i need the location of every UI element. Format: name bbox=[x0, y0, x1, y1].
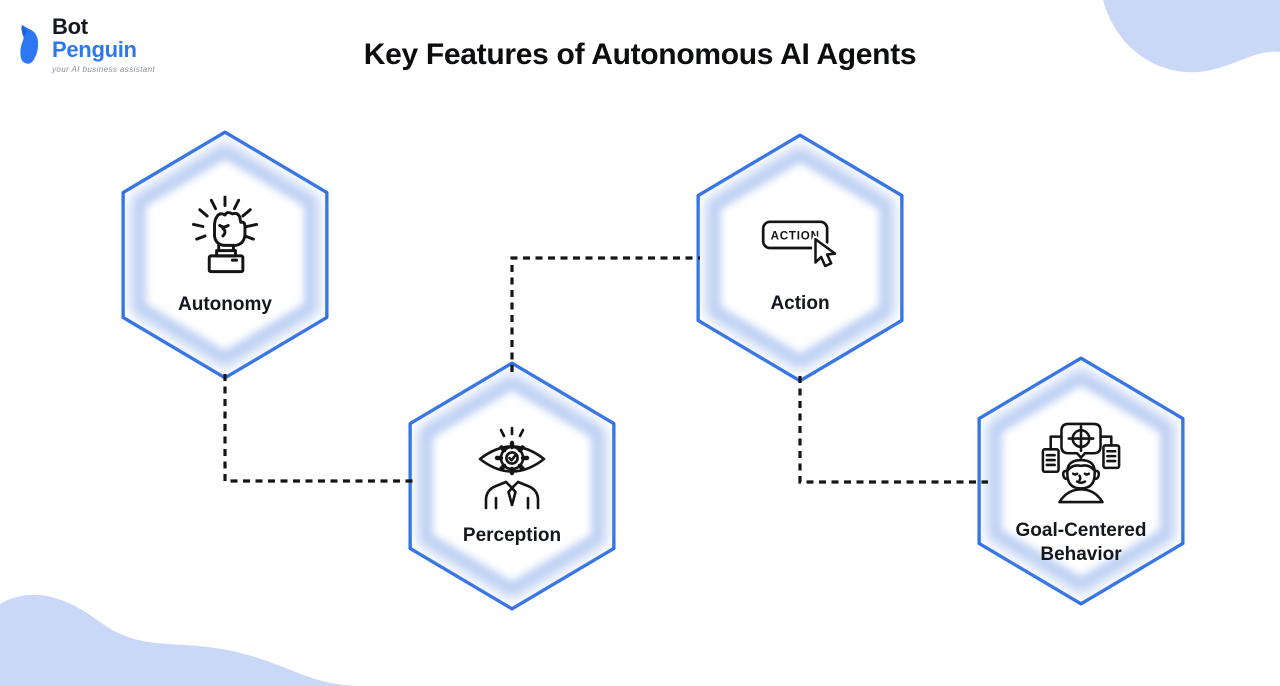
node-label: Action bbox=[770, 293, 830, 314]
eye-gear-person-icon bbox=[478, 426, 546, 510]
logo-text-penguin: Penguin bbox=[52, 37, 137, 62]
hexagon-shape bbox=[408, 361, 616, 611]
logo-tagline: your AI business assistant bbox=[52, 65, 156, 75]
feature-node-perception: Perception bbox=[396, 360, 628, 612]
target-mind-icon bbox=[1041, 422, 1121, 504]
feature-node-action: ACTION Action bbox=[684, 132, 916, 384]
node-label: Goal-Centered Behavior bbox=[1015, 520, 1147, 565]
action-button-cursor-icon: ACTION bbox=[761, 220, 839, 270]
hexagon-shape bbox=[696, 133, 904, 383]
feature-node-autonomy: Autonomy bbox=[109, 129, 341, 381]
page-title: Key Features of Autonomous AI Agents bbox=[363, 38, 917, 71]
bottom-left-wave-shape bbox=[0, 594, 356, 686]
connector-perception-to-action bbox=[510, 256, 700, 372]
raised-fist-icon bbox=[192, 195, 258, 274]
connector-autonomy-to-perception bbox=[223, 374, 414, 483]
feature-node-goal-centered-behavior: Goal-Centered Behavior bbox=[965, 355, 1197, 607]
botpenguin-logo: Bot Penguin your AI business assistant bbox=[14, 16, 155, 74]
hexagon-shape bbox=[977, 356, 1185, 606]
action-button-text: ACTION bbox=[771, 230, 820, 243]
cursor-arrow bbox=[814, 237, 837, 268]
node-label: Autonomy bbox=[178, 294, 272, 315]
logo-text-bot: Bot bbox=[52, 14, 88, 39]
penguin-icon bbox=[20, 25, 39, 64]
node-label: Perception bbox=[462, 525, 562, 546]
connector-action-to-goal bbox=[798, 376, 988, 484]
